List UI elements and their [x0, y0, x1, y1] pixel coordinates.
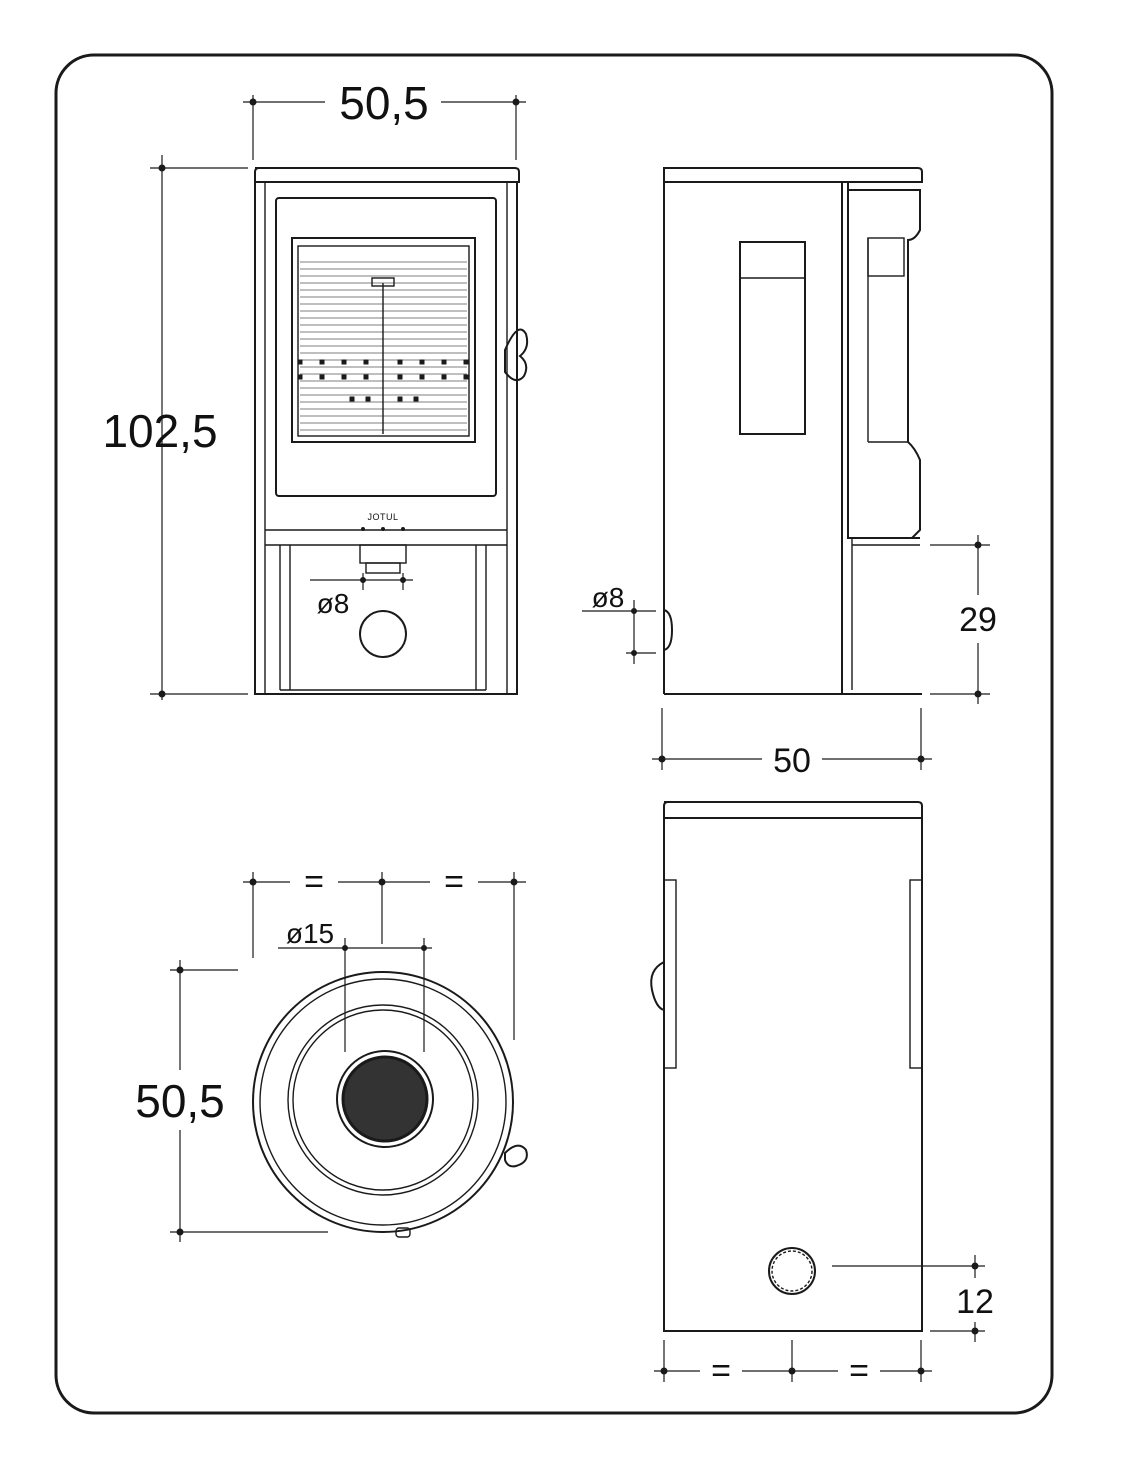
side-air-inlet-dimension: 29 — [930, 535, 997, 704]
drawing-frame — [54, 53, 1054, 1415]
air-hole — [397, 374, 403, 380]
rear-outlet-dimension: 12 — [832, 1255, 994, 1342]
top-equal-left-label: = — [304, 863, 324, 901]
door-handle — [504, 328, 529, 382]
air-hole — [397, 396, 403, 402]
side-window — [739, 241, 806, 435]
top-handle — [504, 1144, 528, 1168]
rear-equal-right-label: = — [849, 1352, 869, 1390]
flue-collar — [341, 1055, 429, 1143]
air-hole — [363, 359, 369, 365]
rear-outlet — [768, 1247, 816, 1295]
air-hole — [441, 374, 447, 380]
air-hole — [297, 374, 303, 380]
air-hole — [463, 359, 469, 365]
front-height-dimension: 102,5 — [102, 155, 248, 700]
front-outlet-label: ø8 — [317, 588, 350, 619]
side-outlet-dimension: ø8 — [582, 582, 656, 664]
rear-handle — [650, 961, 665, 1011]
air-hole — [419, 374, 425, 380]
front-outlet-dimension: ø8 — [310, 573, 413, 619]
air-hole — [463, 374, 469, 380]
air-hole — [419, 359, 425, 365]
top-equal-dimension: = = — [243, 863, 526, 1040]
side-view: ø8 29 50 — [582, 167, 997, 780]
front-view: JOTUL 50,5 102,5 — [102, 77, 529, 700]
rear-view: 12 = = — [650, 801, 994, 1390]
side-depth-label: 50 — [773, 742, 811, 780]
front-width-label: 50,5 — [339, 77, 429, 129]
air-hole — [441, 359, 447, 365]
air-holes — [297, 359, 469, 402]
rear-equal-dimension: = = — [654, 1340, 932, 1390]
top-flue-label: ø15 — [286, 918, 334, 949]
side-air-inlet-label: 29 — [959, 601, 997, 639]
air-hole — [319, 359, 325, 365]
side-outlet-label: ø8 — [592, 582, 625, 613]
top-diameter-label: 50,5 — [135, 1075, 225, 1127]
air-hole — [297, 359, 303, 365]
brand-logo: JOTUL — [367, 512, 398, 522]
top-view: = = ø15 50,5 — [135, 863, 528, 1242]
rear-equal-left-label: = — [711, 1352, 731, 1390]
air-hole — [365, 396, 371, 402]
air-hole — [349, 396, 355, 402]
air-hole — [413, 396, 419, 402]
front-height-label: 102,5 — [102, 405, 217, 457]
air-hole — [319, 374, 325, 380]
front-width-dimension: 50,5 — [243, 77, 526, 160]
air-inlet-front — [359, 610, 407, 658]
air-hole — [341, 374, 347, 380]
rear-outlet-label: 12 — [956, 1283, 994, 1321]
top-equal-right-label: = — [444, 863, 464, 901]
air-hole — [341, 359, 347, 365]
top-flue-dimension: ø15 — [278, 918, 432, 1052]
top-diameter-dimension: 50,5 — [135, 960, 328, 1242]
air-hole — [397, 359, 403, 365]
side-depth-dimension: 50 — [652, 708, 932, 780]
side-outlet — [663, 609, 674, 651]
air-hole — [363, 374, 369, 380]
